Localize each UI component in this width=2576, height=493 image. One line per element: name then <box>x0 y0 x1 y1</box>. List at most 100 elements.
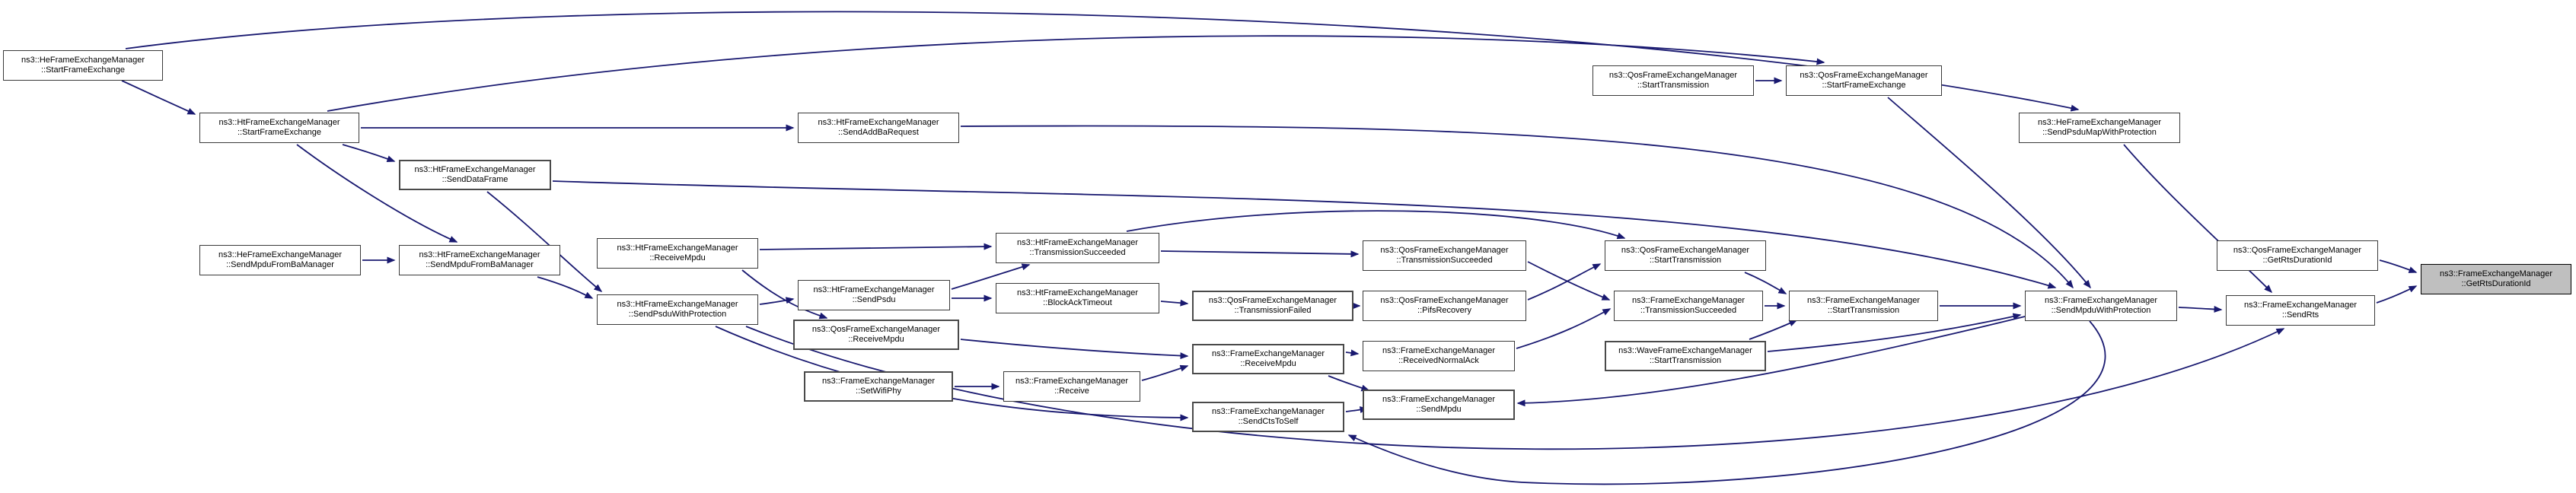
edge-fem_sr-to-fem_grdi <box>2376 285 2418 304</box>
edge-ht_sdf-to-fem_smwp <box>552 180 2057 289</box>
node-ht_rm[interactable]: ns3::HtFrameExchangeManager::ReceiveMpdu <box>597 238 758 269</box>
node-label-method: ::StartTransmission <box>1637 81 1710 90</box>
node-ht_sp[interactable]: ns3::HtFrameExchangeManager::SendPsdu <box>798 280 950 310</box>
node-he_smbm[interactable]: ns3::HeFrameExchangeManager::SendMpduFro… <box>199 245 361 275</box>
node-label-method: ::SendCtsToSelf <box>1238 417 1299 426</box>
node-label-class: ns3::FrameExchangeManager <box>1382 346 1495 355</box>
node-label-method: ::StartFrameExchange <box>1822 81 1906 90</box>
node-label-class: ns3::FrameExchangeManager <box>2440 269 2552 278</box>
node-fem_rna[interactable]: ns3::FrameExchangeManager::ReceivedNorma… <box>1363 341 1515 371</box>
node-label-class: ns3::HtFrameExchangeManager <box>617 243 738 253</box>
edge-qos_grdi-to-fem_grdi <box>2379 259 2418 273</box>
node-label-method: ::StartFrameExchange <box>237 128 322 137</box>
node-label-method: ::TransmissionSucceeded <box>1396 256 1493 265</box>
node-wave_st[interactable]: ns3::WaveFrameExchangeManager::StartTran… <box>1605 341 1766 371</box>
node-label-method: ::SendMpduFromBaManager <box>426 260 534 269</box>
edge-ht_rm-to-ht_ts <box>759 243 993 250</box>
edge-fem_r-to-fem_rm <box>1141 364 1189 381</box>
node-label-class: ns3::QosFrameExchangeManager <box>1208 296 1337 305</box>
node-label-method: ::SendAddBaRequest <box>838 128 919 137</box>
node-label-class: ns3::QosFrameExchangeManager <box>1380 246 1509 255</box>
node-label-method: ::TransmissionSucceeded <box>1640 306 1737 315</box>
node-label-class: ns3::FrameExchangeManager <box>2045 296 2157 305</box>
node-label-class: ns3::HtFrameExchangeManager <box>1017 238 1138 247</box>
edge-fem_rm-to-fem_rna <box>1345 349 1360 357</box>
node-label-class: ns3::HtFrameExchangeManager <box>818 118 939 127</box>
node-qos_tf[interactable]: ns3::QosFrameExchangeManager::Transmissi… <box>1192 291 1353 321</box>
node-label-method: ::ReceiveMpdu <box>649 253 706 262</box>
node-label-class: ns3::QosFrameExchangeManager <box>1800 71 1928 80</box>
node-label-method: ::SetWifiPhy <box>856 386 901 396</box>
edge-he_spmwp-to-fem_sr <box>2123 144 2273 294</box>
node-fem_r[interactable]: ns3::FrameExchangeManager::Receive <box>1003 371 1140 402</box>
node-qos_sfe[interactable]: ns3::QosFrameExchangeManager::StartFrame… <box>1786 65 1942 96</box>
node-label-class: ns3::FrameExchangeManager <box>822 377 935 386</box>
edge-ht_spwp-to-fem_sr <box>745 326 2285 450</box>
node-label-method: ::SendMpduWithProtection <box>2051 306 2151 315</box>
node-label-class: ns3::QosFrameExchangeManager <box>1621 246 1750 255</box>
edge-qos_rm-to-fem_rm <box>960 339 1189 360</box>
node-label-class: ns3::HtFrameExchangeManager <box>419 250 540 259</box>
node-he_sfe[interactable]: ns3::HeFrameExchangeManager::StartFrameE… <box>3 50 163 81</box>
node-qos_st1[interactable]: ns3::QosFrameExchangeManager::StartTrans… <box>1592 65 1754 96</box>
edge-ht_ts-to-qos_st2 <box>1126 210 1626 240</box>
node-ht_sdf[interactable]: ns3::HtFrameExchangeManager::SendDataFra… <box>399 160 551 190</box>
node-fem_st[interactable]: ns3::FrameExchangeManager::StartTransmis… <box>1789 291 1938 321</box>
edge-wave_st-to-fem_st <box>1749 320 1798 340</box>
node-label-method: ::StartTransmission <box>1649 256 1722 265</box>
node-label-method: ::SendPsduWithProtection <box>628 310 727 319</box>
node-label-class: ns3::QosFrameExchangeManager <box>1380 296 1509 305</box>
node-label-method: ::ReceiveMpdu <box>1240 359 1296 368</box>
node-ht_bat[interactable]: ns3::HtFrameExchangeManager::BlockAckTim… <box>996 283 1159 313</box>
edge-ht_sfe-to-ht_sdf <box>342 144 396 162</box>
edge-ht_sfe-to-ht_smbm <box>296 144 458 243</box>
node-fem_rm[interactable]: ns3::FrameExchangeManager::ReceiveMpdu <box>1192 344 1344 374</box>
node-label-class: ns3::FrameExchangeManager <box>1807 296 1920 305</box>
node-qos_grdi[interactable]: ns3::QosFrameExchangeManager::GetRtsDura… <box>2217 240 2378 271</box>
node-label-method: ::SendDataFrame <box>442 175 509 184</box>
edge-ht_bat-to-qos_tf <box>1160 299 1189 307</box>
node-label-class: ns3::QosFrameExchangeManager <box>1608 71 1738 80</box>
node-qos_ts[interactable]: ns3::QosFrameExchangeManager::Transmissi… <box>1363 240 1526 271</box>
node-label-method: ::Receive <box>1054 386 1089 396</box>
node-label-method: ::PifsRecovery <box>1417 306 1471 315</box>
node-fem_scts[interactable]: ns3::FrameExchangeManager::SendCtsToSelf <box>1192 402 1344 432</box>
node-label-method: ::StartTransmission <box>1649 356 1722 365</box>
edge-fem_rm-to-fem_sm <box>1328 375 1370 392</box>
node-fem_sr[interactable]: ns3::FrameExchangeManager::SendRts <box>2226 295 2375 326</box>
node-he_spmwp[interactable]: ns3::HeFrameExchangeManager::SendPsduMap… <box>2019 113 2180 143</box>
node-ht_sfe[interactable]: ns3::HtFrameExchangeManager::StartFrameE… <box>199 113 359 143</box>
node-label-class: ns3::HtFrameExchangeManager <box>617 300 738 309</box>
node-ht_ts[interactable]: ns3::HtFrameExchangeManager::Transmissio… <box>996 233 1159 263</box>
node-label-method: ::SendPsdu <box>852 295 896 304</box>
node-fem_swp[interactable]: ns3::FrameExchangeManager::SetWifiPhy <box>804 371 953 402</box>
node-fem_smwp[interactable]: ns3::FrameExchangeManager::SendMpduWithP… <box>2025 291 2177 321</box>
node-label-method: ::TransmissionSucceeded <box>1029 248 1126 257</box>
node-label-class: ns3::FrameExchangeManager <box>2244 301 2357 310</box>
edge-fem_rna-to-fem_ts <box>1516 308 1612 349</box>
edge-qos_pr-to-qos_st2 <box>1527 263 1602 301</box>
node-label-class: ns3::HeFrameExchangeManager <box>218 250 343 259</box>
node-fem_sm[interactable]: ns3::FrameExchangeManager::SendMpdu <box>1363 390 1515 420</box>
node-label-class: ns3::HtFrameExchangeManager <box>1017 288 1138 297</box>
node-label-method: ::ReceivedNormalAck <box>1398 356 1479 365</box>
node-fem_ts[interactable]: ns3::FrameExchangeManager::TransmissionS… <box>1614 291 1763 321</box>
node-ht_spwp[interactable]: ns3::HtFrameExchangeManager::SendPsduWit… <box>597 294 758 325</box>
edge-fem_smwp-to-fem_sm <box>1516 316 2026 407</box>
node-qos_rm[interactable]: ns3::QosFrameExchangeManager::ReceiveMpd… <box>793 320 959 350</box>
node-ht_sabr[interactable]: ns3::HtFrameExchangeManager::SendAddBaRe… <box>798 113 959 143</box>
node-label-class: ns3::HeFrameExchangeManager <box>2037 118 2162 127</box>
node-label-class: ns3::QosFrameExchangeManager <box>811 325 941 334</box>
edge-ht_ts-to-qos_ts <box>1160 250 1360 258</box>
node-label-class: ns3::WaveFrameExchangeManager <box>1618 346 1752 355</box>
node-ht_smbm[interactable]: ns3::HtFrameExchangeManager::SendMpduFro… <box>399 245 560 275</box>
node-qos_st2[interactable]: ns3::QosFrameExchangeManager::StartTrans… <box>1605 240 1766 271</box>
node-label-class: ns3::FrameExchangeManager <box>1382 395 1495 404</box>
node-label-class: ns3::HtFrameExchangeManager <box>813 285 935 294</box>
edge-he_sfe-to-ht_sfe <box>121 80 196 115</box>
edge-ht_sdf-to-ht_spwp <box>486 191 603 292</box>
node-label-method: ::ReceiveMpdu <box>848 335 904 344</box>
node-qos_pr[interactable]: ns3::QosFrameExchangeManager::PifsRecove… <box>1363 291 1526 321</box>
edge-ht_sfe-to-qos_sfe <box>327 35 1825 112</box>
